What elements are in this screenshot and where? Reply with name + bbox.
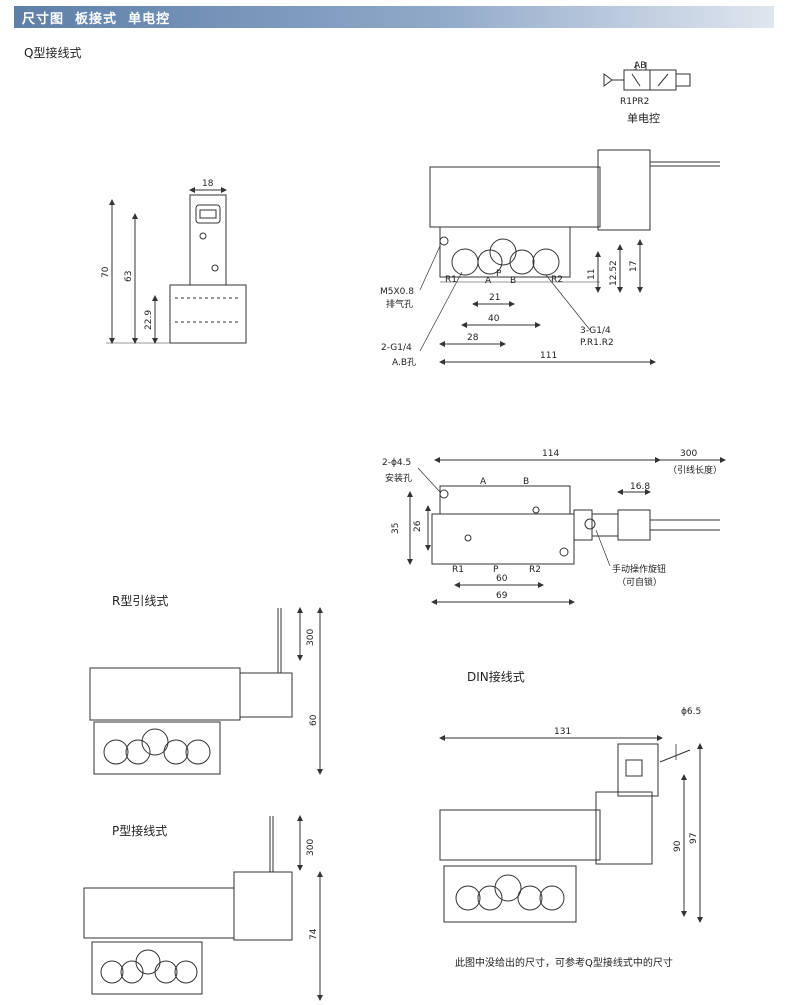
top-dim-35: 35 (391, 523, 401, 534)
symbol-port-ab: AB (634, 61, 646, 71)
page-title: 尺寸图 板接式 单电控 (22, 12, 171, 27)
front-port-p: P (496, 269, 502, 279)
front-port-b: B (510, 276, 516, 286)
top-dim-60: 60 (496, 574, 508, 584)
section-label-r-type: R型引线式 (112, 594, 169, 608)
din-dim-phi: ϕ6.5 (681, 707, 701, 717)
din-type-view: ϕ6.5 131 90 97 (439, 707, 703, 923)
front-dim-111: 111 (540, 351, 557, 361)
p-dim-300: 300 (306, 839, 316, 856)
front-dim-40: 40 (488, 314, 500, 324)
section-label-din-type: DIN接线式 (467, 670, 525, 684)
section-label-p-type: P型接线式 (112, 824, 168, 838)
side-dim-229: 22.9 (144, 310, 154, 330)
front-port-r2: R2 (551, 275, 563, 285)
top-label-mount: 安装孔 (385, 472, 412, 484)
din-dim-131: 131 (554, 727, 571, 737)
top-view: 2-ϕ4.5 安装孔 114 300 （引线长度） 16.8 35 26 60 … (382, 449, 726, 605)
front-view: M5X0.8 排气孔 2-G1/4 A.B孔 3-G1/4 P.R1.R2 R1… (380, 149, 720, 368)
pneumatic-symbol: AB R1PR2 单电控 (603, 61, 691, 125)
front-dim-11: 11 (587, 269, 597, 280)
top-label-lockable: （可自锁） (617, 576, 662, 588)
side-view: 18 70 63 22.9 (101, 179, 247, 344)
top-port-p: P (493, 565, 499, 575)
front-label-3g14: 3-G1/4 (580, 326, 611, 336)
symbol-port-bottom: R1PR2 (620, 97, 649, 107)
r-dim-300: 300 (306, 629, 316, 646)
top-dim-26: 26 (413, 520, 423, 532)
section-label-q-type: Q型接线式 (24, 46, 82, 60)
front-dim-28: 28 (467, 333, 479, 343)
din-dim-90: 90 (673, 840, 683, 852)
front-label-g14: 2-G1/4 (381, 343, 412, 353)
r-dim-60: 60 (309, 714, 319, 726)
top-port-b: B (523, 477, 529, 487)
top-dim-300: 300 (680, 449, 697, 459)
front-label-m5: M5X0.8 (380, 287, 414, 297)
front-dim-1252: 12.52 (609, 260, 619, 286)
top-port-r1: R1 (452, 565, 464, 575)
front-label-ab-hole: A.B孔 (392, 357, 416, 368)
side-dim-width: 18 (202, 179, 214, 189)
r-type-view: 300 60 (89, 607, 323, 775)
side-dim-70: 70 (101, 266, 111, 278)
din-dim-97: 97 (689, 833, 699, 844)
top-label-holes: 2-ϕ4.5 (382, 458, 411, 468)
front-dim-21: 21 (489, 293, 500, 303)
top-label-lead-length: （引线长度） (668, 464, 722, 476)
front-dim-17: 17 (629, 261, 639, 272)
top-dim-114: 114 (542, 449, 559, 459)
footnote: 此图中没给出的尺寸，可参考Q型接线式中的尺寸 (455, 958, 673, 969)
header-bar (14, 6, 774, 28)
top-label-manual: 手动操作旋钮 (612, 563, 666, 575)
front-port-a: A (485, 276, 492, 286)
side-dim-63: 63 (124, 271, 134, 282)
front-label-pr1r2: P.R1.R2 (580, 338, 614, 348)
front-label-exhaust: 排气孔 (386, 298, 413, 310)
front-port-r1: R1 (445, 275, 457, 285)
p-type-view: 300 74 (83, 815, 323, 1001)
symbol-caption: 单电控 (627, 111, 660, 125)
top-dim-69: 69 (496, 591, 508, 601)
top-port-r2: R2 (529, 565, 541, 575)
top-dim-168: 16.8 (630, 482, 650, 492)
top-port-a: A (480, 477, 487, 487)
p-dim-74: 74 (309, 928, 319, 940)
